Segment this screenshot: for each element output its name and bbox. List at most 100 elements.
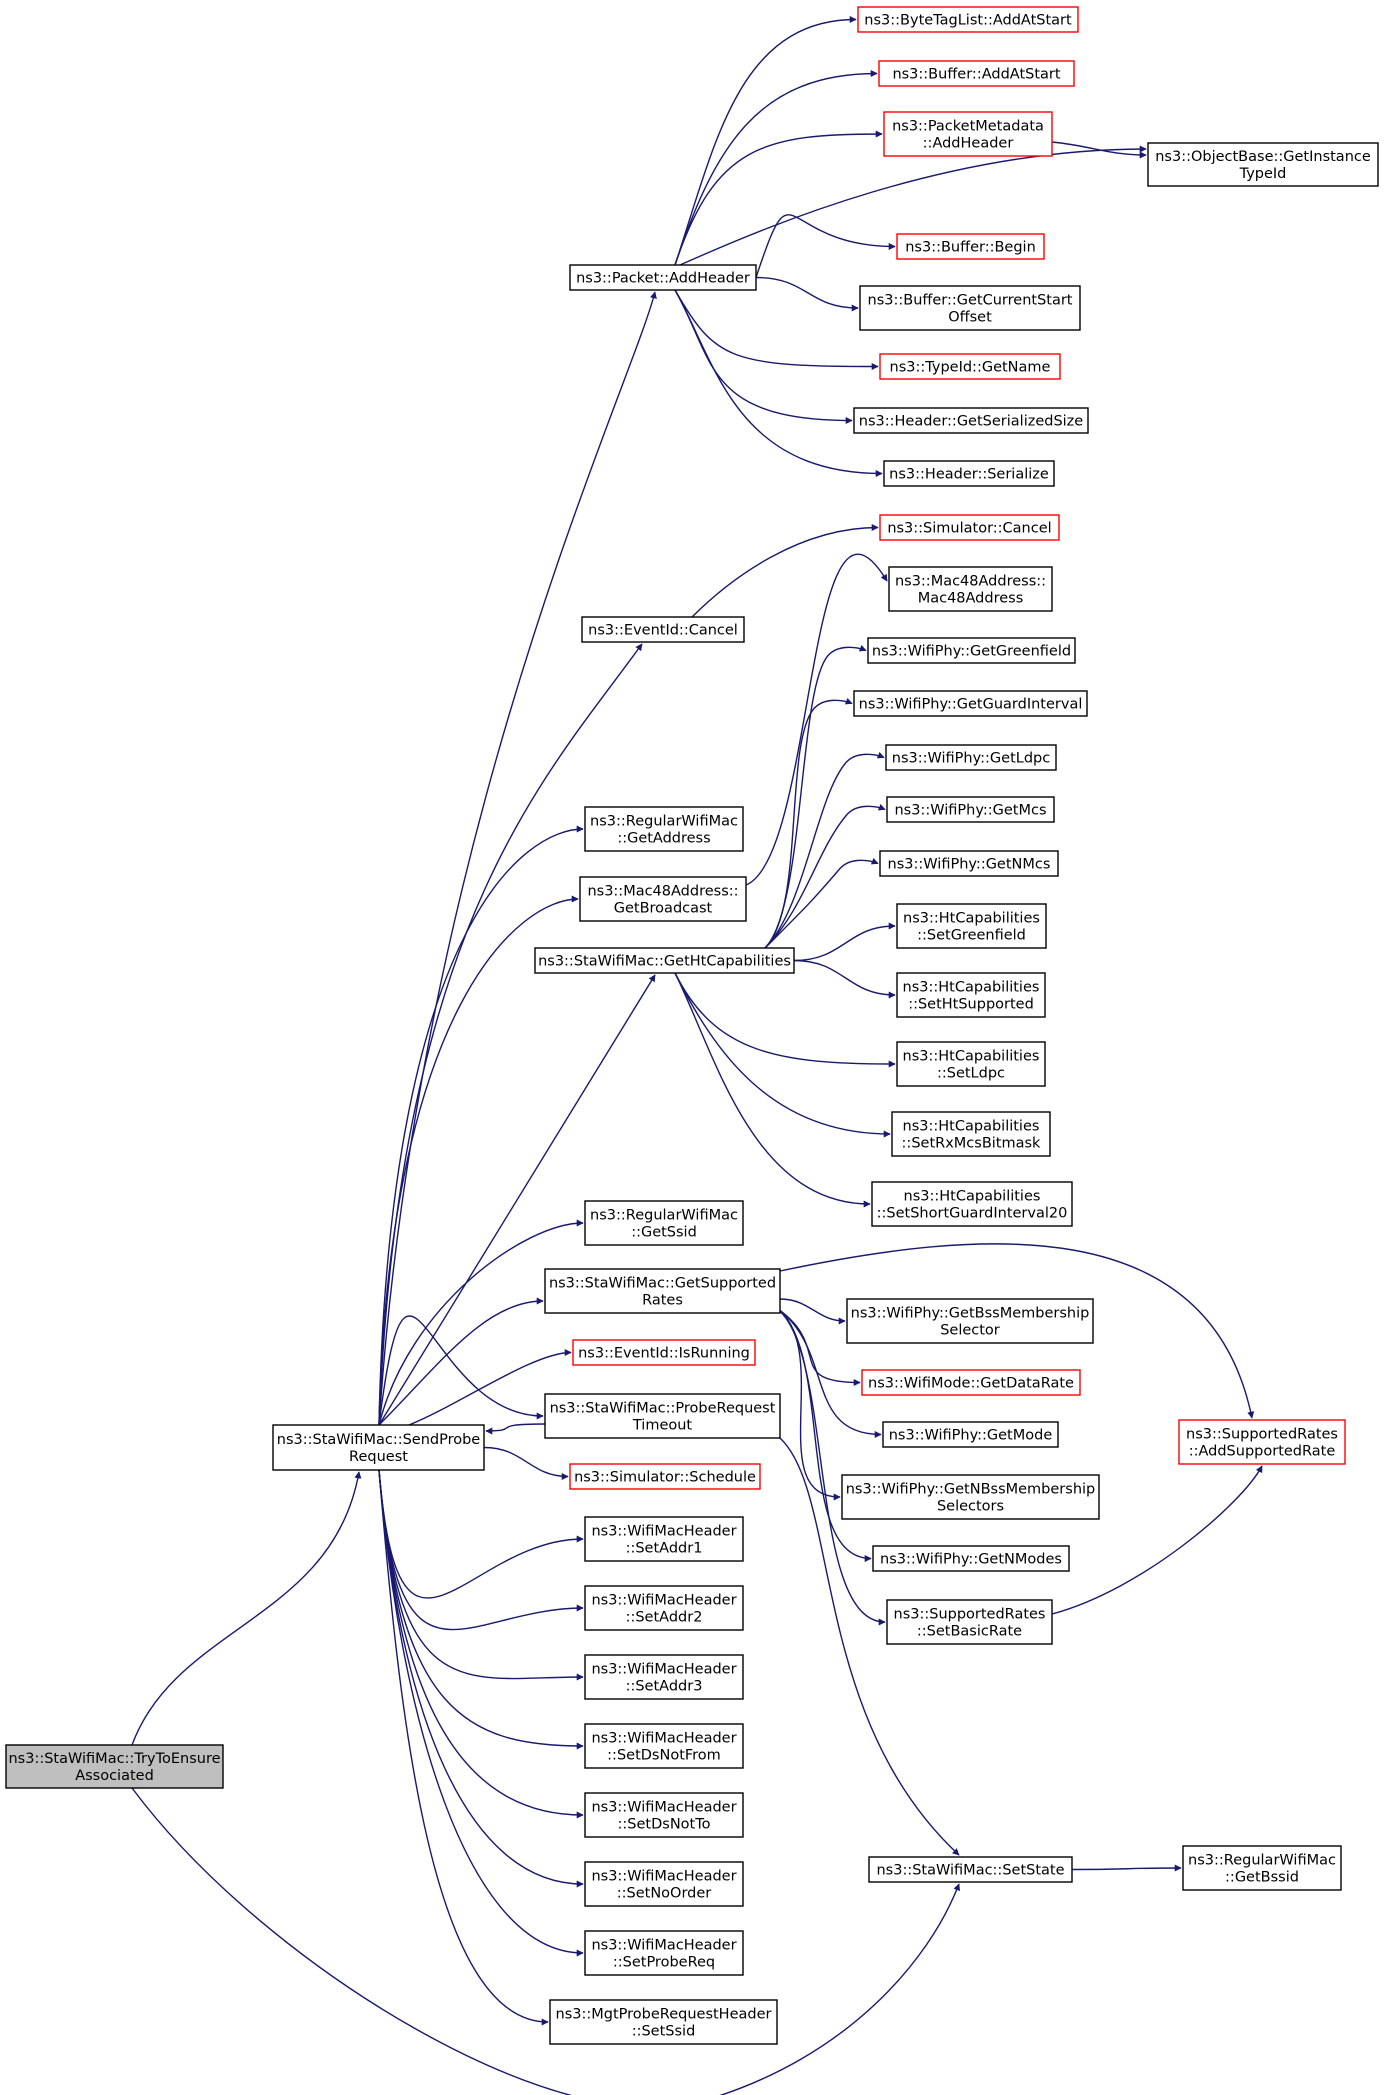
edges-layer	[131, 16, 1263, 2095]
edge-group	[793, 959, 896, 999]
node-setdsfrom[interactable]: ns3::WifiMacHeader::SetDsNotFrom	[584, 1723, 744, 1769]
node-getssid[interactable]: ns3::RegularWifiMac::GetSsid	[584, 1200, 744, 1246]
node-box	[579, 876, 747, 922]
node-box	[1182, 1845, 1342, 1891]
node-box	[896, 1041, 1046, 1087]
edge-addheader-to-bytetag	[674, 16, 857, 266]
node-label: ns3::StaWifiMac::TryToEnsure	[8, 1751, 220, 1767]
node-label: ns3::StaWifiMac::GetSupported	[549, 1276, 776, 1292]
node-typeidname[interactable]: ns3::TypeId::GetName	[879, 353, 1061, 380]
node-setssid[interactable]: ns3::MgtProbeRequestHeader::SetSsid	[549, 1999, 778, 2045]
node-label: ns3::Buffer::Begin	[905, 240, 1036, 256]
node-getmcs[interactable]: ns3::WifiPhy::GetMcs	[886, 796, 1055, 823]
node-setrx[interactable]: ns3::HtCapabilities::SetRxMcsBitmask	[891, 1111, 1051, 1157]
node-box	[584, 1654, 744, 1700]
node-box	[584, 806, 744, 852]
node-addsup[interactable]: ns3::SupportedRates::AddSupportedRate	[1178, 1419, 1346, 1465]
node-setnoorder[interactable]: ns3::WifiMacHeader::SetNoOrder	[584, 1861, 744, 1907]
node-getaddr[interactable]: ns3::RegularWifiMac::GetAddress	[584, 806, 744, 852]
edge-group	[378, 974, 656, 1426]
node-setldpc[interactable]: ns3::HtCapabilities::SetLdpc	[896, 1041, 1046, 1087]
node-setht[interactable]: ns3::HtCapabilities::SetHtSupported	[896, 972, 1046, 1018]
node-getmode[interactable]: ns3::WifiPhy::GetMode	[882, 1421, 1059, 1448]
node-getldpc[interactable]: ns3::WifiPhy::GetLdpc	[885, 744, 1057, 771]
edge-group	[793, 922, 896, 962]
node-setaddr3[interactable]: ns3::WifiMacHeader::SetAddr3	[584, 1654, 744, 1700]
edge-group	[378, 1469, 549, 2026]
node-label: ::SetGreenfield	[917, 928, 1026, 944]
node-label: ns3::Buffer::AddAtStart	[892, 67, 1060, 83]
node-setgreen[interactable]: ns3::HtCapabilities::SetGreenfield	[896, 903, 1047, 949]
node-setaddr2[interactable]: ns3::WifiMacHeader::SetAddr2	[584, 1585, 744, 1631]
edge-setstate-to-getbssid	[1071, 1864, 1182, 1872]
node-addheader[interactable]: ns3::Packet::AddHeader	[569, 264, 757, 291]
node-setsgi[interactable]: ns3::HtCapabilities::SetShortGuardInterv…	[871, 1181, 1073, 1227]
node-box	[888, 566, 1053, 612]
node-getbcast[interactable]: ns3::Mac48Address::GetBroadcast	[579, 876, 747, 922]
node-datarate[interactable]: ns3::WifiMode::GetDataRate	[861, 1369, 1081, 1396]
node-bufbegin[interactable]: ns3::Buffer::Begin	[896, 233, 1045, 260]
node-label: ns3::Buffer::GetCurrentStart	[868, 293, 1073, 309]
node-hdrser[interactable]: ns3::Header::Serialize	[883, 460, 1055, 487]
node-box	[872, 1545, 1070, 1572]
edge-sendprobe-to-setaddr2	[378, 1469, 584, 1631]
node-hdrsize[interactable]: ns3::Header::GetSerializedSize	[853, 407, 1089, 434]
node-evcancel[interactable]: ns3::EventId::Cancel	[581, 616, 745, 643]
node-label: ns3::MgtProbeRequestHeader	[556, 2007, 772, 2023]
node-box	[861, 1369, 1081, 1396]
edge-getht-to-getgreen	[764, 644, 867, 949]
edge-group	[764, 644, 867, 949]
node-pktmeta[interactable]: ns3::PacketMetadata::AddHeader	[883, 111, 1053, 157]
node-label: ns3::WifiPhy::GetNModes	[880, 1552, 1062, 1568]
node-setdsto[interactable]: ns3::WifiMacHeader::SetDsNotTo	[584, 1792, 744, 1838]
edge-sendprobe-to-setdsfrom	[378, 1469, 584, 1750]
node-setprobereq[interactable]: ns3::WifiMacHeader::SetProbeReq	[584, 1930, 744, 1976]
node-box	[896, 972, 1046, 1018]
edge-sendprobe-to-getbcast	[378, 895, 579, 1426]
node-label: ns3::PacketMetadata	[892, 119, 1044, 135]
edge-group	[674, 972, 896, 1068]
node-getgreen[interactable]: ns3::WifiPhy::GetGreenfield	[867, 637, 1076, 664]
node-schedule[interactable]: ns3::Simulator::Schedule	[569, 1463, 761, 1490]
node-label: ::SetLdpc	[937, 1066, 1005, 1082]
edge-group	[774, 1306, 841, 1501]
node-box	[584, 1930, 744, 1976]
node-label: ns3::StaWifiMac::SendProbe	[277, 1432, 481, 1448]
node-getnmcs[interactable]: ns3::WifiPhy::GetNMcs	[879, 850, 1059, 877]
node-isrunning[interactable]: ns3::EventId::IsRunning	[572, 1339, 756, 1366]
edge-addheader-to-pktmeta	[674, 130, 883, 266]
node-bufaddstart[interactable]: ns3::Buffer::AddAtStart	[878, 60, 1075, 87]
node-box	[544, 1268, 781, 1314]
node-bytetag[interactable]: ns3::ByteTagList::AddAtStart	[857, 6, 1079, 33]
node-label: ::SetHtSupported	[908, 997, 1034, 1013]
node-box	[572, 1339, 756, 1366]
node-getbssid[interactable]: ns3::RegularWifiMac::GetBssid	[1182, 1845, 1342, 1891]
node-getguard[interactable]: ns3::WifiPhy::GetGuardInterval	[853, 690, 1088, 717]
node-getht[interactable]: ns3::StaWifiMac::GetHtCapabilities	[534, 947, 795, 974]
node-label: ns3::HtCapabilities	[903, 980, 1040, 996]
node-getnmodes[interactable]: ns3::WifiPhy::GetNModes	[872, 1545, 1070, 1572]
node-setstate[interactable]: ns3::StaWifiMac::SetState	[868, 1856, 1073, 1883]
node-label: ns3::EventId::Cancel	[588, 623, 738, 639]
node-setbasic[interactable]: ns3::SupportedRates::SetBasicRate	[886, 1599, 1053, 1645]
node-setaddr1[interactable]: ns3::WifiMacHeader::SetAddr1	[584, 1516, 744, 1562]
edge-getsup-to-setbasic	[774, 1306, 886, 1626]
node-label: ns3::EventId::IsRunning	[578, 1346, 750, 1362]
node-box	[871, 1181, 1073, 1227]
node-label: ::SetDsNotTo	[618, 1817, 711, 1833]
node-label: ns3::Packet::AddHeader	[576, 271, 750, 287]
node-mac48ctor[interactable]: ns3::Mac48Address::Mac48Address	[888, 566, 1053, 612]
node-simcancel[interactable]: ns3::Simulator::Cancel	[879, 514, 1060, 541]
node-label: Selectors	[937, 1499, 1004, 1515]
edge-group	[674, 972, 871, 1208]
node-box	[853, 407, 1089, 434]
